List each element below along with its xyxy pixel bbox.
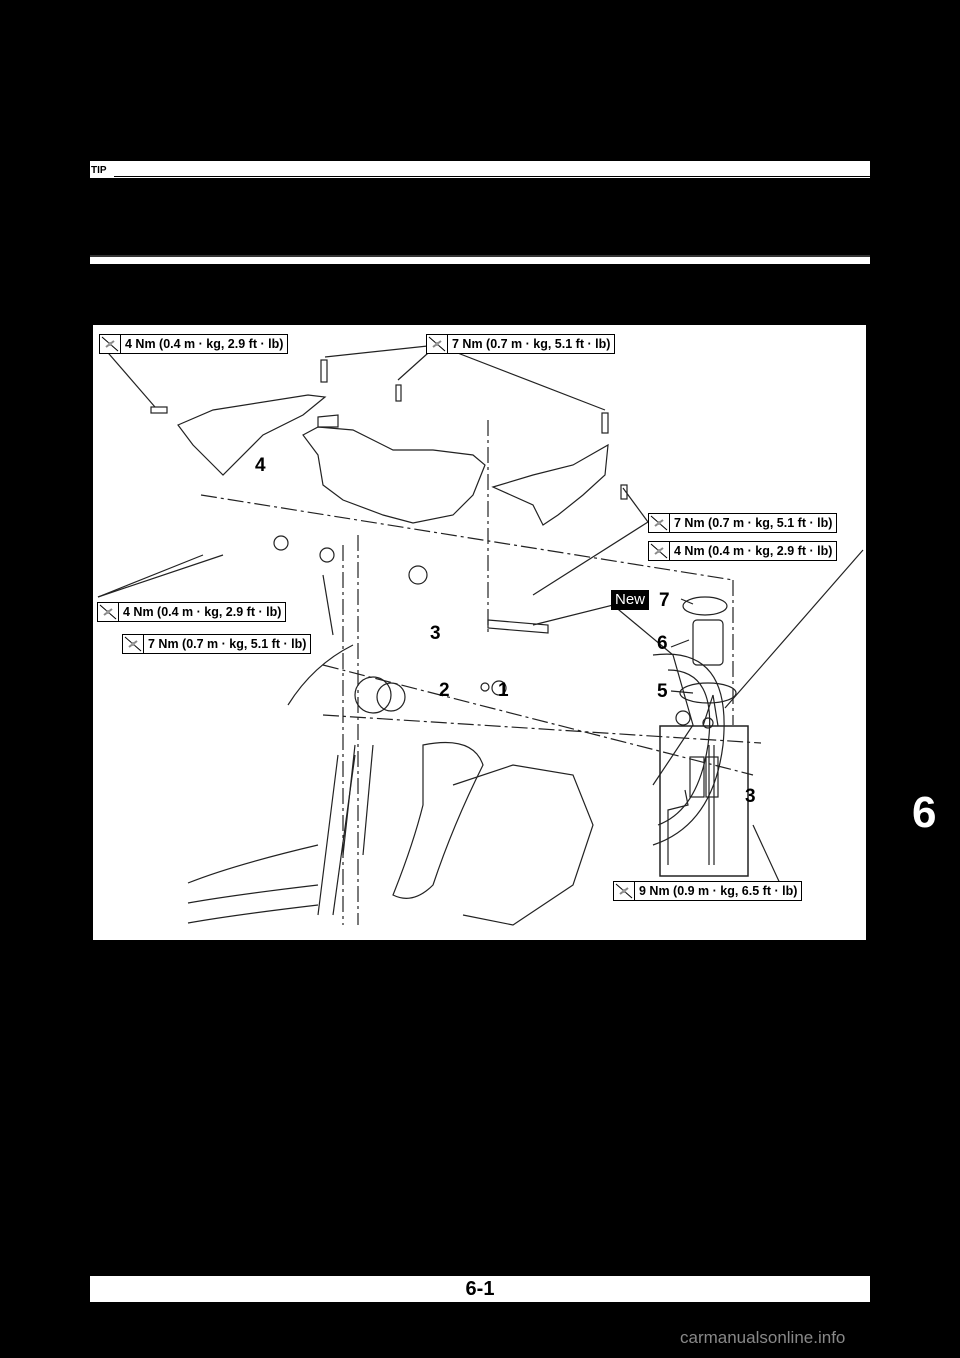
- torque-wrench-icon: [98, 603, 119, 621]
- tip-label: TIP: [91, 165, 107, 176]
- torque-spec-hose-bracket: 4 Nm (0.4 m · kg, 2.9 ft · lb): [97, 602, 287, 622]
- watermark: carmanualsonline.info: [680, 1328, 846, 1347]
- page-footer: 6-1: [90, 1276, 870, 1302]
- torque-wrench-icon: [614, 882, 635, 900]
- callout-5: 5: [657, 681, 668, 702]
- tip-text-redacted: [90, 178, 870, 184]
- torque-wrench-icon: [100, 335, 121, 353]
- tip-divider: [114, 176, 870, 177]
- callout-4-fuel-tank: 4: [255, 455, 266, 476]
- torque-wrench-icon: [123, 635, 144, 653]
- torque-spec-seat-cover-left: 4 Nm (0.4 m · kg, 2.9 ft · lb): [99, 334, 289, 354]
- torque-spec-tank-bracket: 7 Nm (0.7 m · kg, 5.1 ft · lb): [122, 634, 312, 654]
- callout-6: 6: [657, 633, 668, 654]
- callout-3-bolt: 3: [430, 623, 441, 644]
- callout-3-detail: 3: [745, 786, 756, 807]
- torque-wrench-icon: [649, 514, 670, 532]
- callout-2: 2: [439, 680, 450, 701]
- torque-spec-right-cover: 7 Nm (0.7 m · kg, 5.1 ft · lb): [648, 513, 838, 533]
- torque-spec-tank-mount-bolt: 9 Nm (0.9 m · kg, 6.5 ft · lb): [613, 881, 803, 901]
- torque-wrench-icon: [649, 542, 670, 560]
- callout-1: 1: [498, 680, 509, 701]
- torque-wrench-icon: [427, 335, 448, 353]
- section-divider: [90, 255, 870, 264]
- torque-spec-pump-bolts: 4 Nm (0.4 m · kg, 2.9 ft · lb): [648, 541, 838, 561]
- exploded-diagram-fuel-tank: 4 Nm (0.4 m · kg, 2.9 ft · lb) 7 Nm (0.7…: [93, 325, 866, 940]
- page-number: 6-1: [465, 1278, 495, 1300]
- diagram-line-art: [97, 344, 864, 926]
- chapter-tab: 6: [912, 788, 937, 837]
- callout-7: 7: [659, 590, 670, 611]
- torque-spec-tank-top: 7 Nm (0.7 m · kg, 5.1 ft · lb): [426, 334, 616, 354]
- tip-section: TIP: [90, 161, 870, 184]
- new-part-badge: New: [611, 590, 650, 610]
